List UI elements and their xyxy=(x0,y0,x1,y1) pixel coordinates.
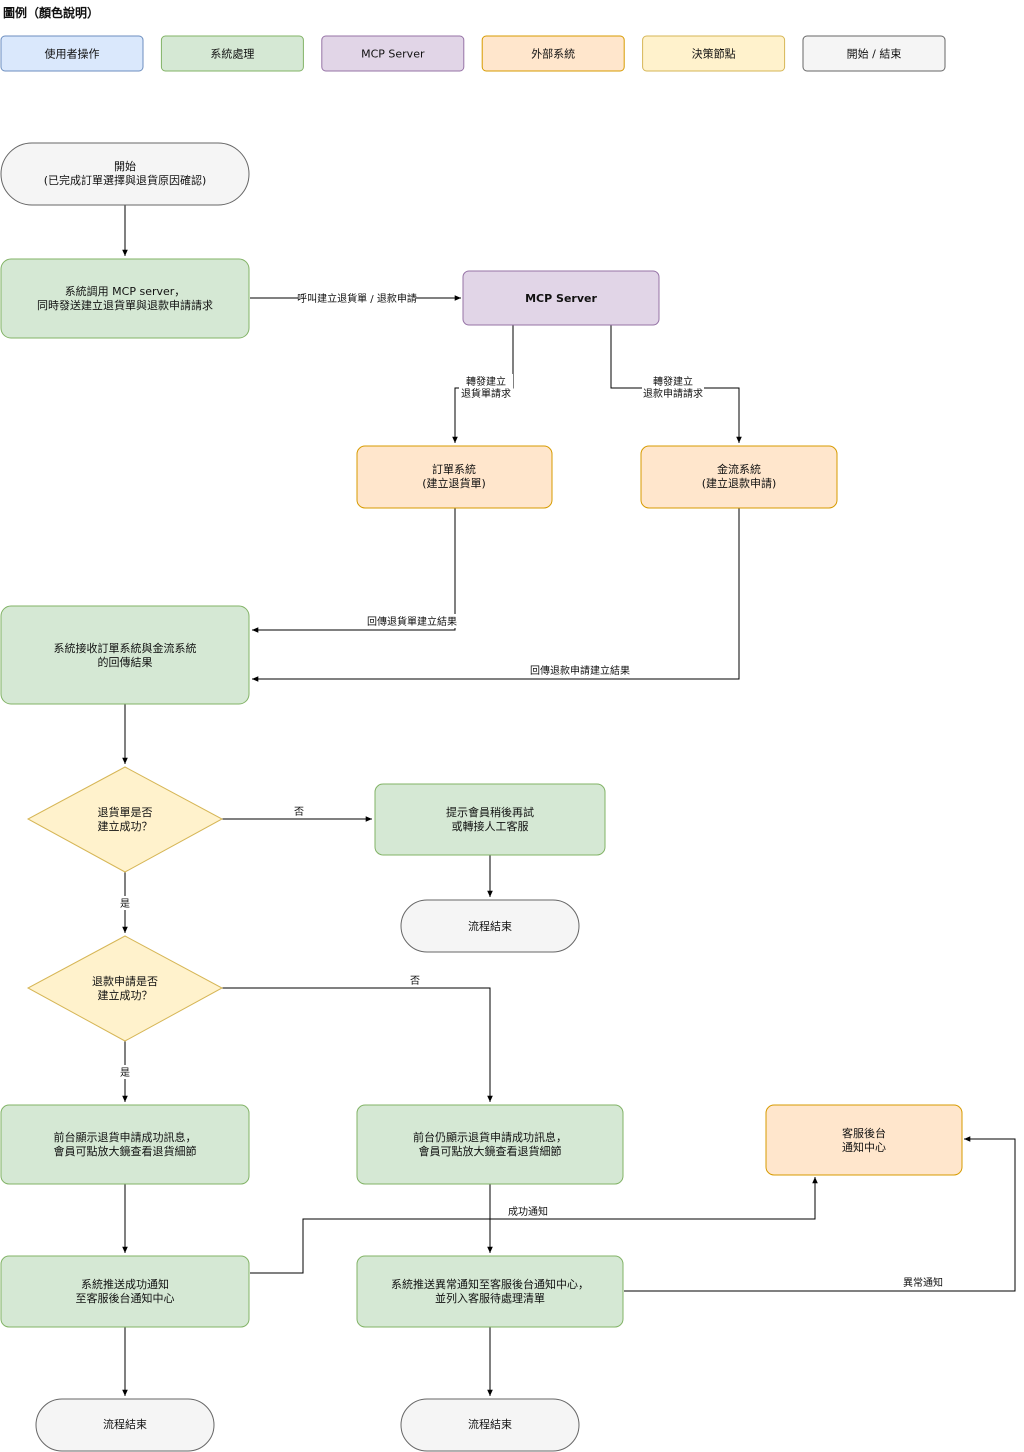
node-receive-results-line-2: 的回傳結果 xyxy=(98,655,153,669)
node-decision-refund-line-2: 建立成功？ xyxy=(98,988,153,1002)
edges xyxy=(122,205,1016,1396)
legend-items: 使用者操作 系統處理 MCP Server 外部系統 決策節點 開始 / 結束 xyxy=(0,35,946,72)
legend: 圖例（顏色說明） 使用者操作 系統處理 MCP Server 外部系統 決策節點 開始 /… xyxy=(0,5,946,72)
node-push-exception-line-1: 系統推送異常通知至客服後台通知中心， xyxy=(391,1277,589,1291)
node-cs-center-line-2: 通知中心 xyxy=(842,1140,886,1154)
node-retry-prompt-line-2: 或轉接人工客服 xyxy=(452,819,529,833)
legend-swatch xyxy=(160,35,304,72)
label-return-result: 回傳退貨單建立結果 xyxy=(367,615,457,628)
label-forward-return-2: 退貨單請求 xyxy=(461,387,511,400)
label-no-2: 否 xyxy=(410,975,420,987)
node-end-3: 流程結束 xyxy=(400,1398,580,1452)
nodes: 開始 (已完成訂單選擇與退貨原因確認) 系統調用 MCP server， 同時發… xyxy=(0,142,963,1452)
label-call-request: 呼叫建立退貨單 / 退款申請 xyxy=(297,292,417,305)
edge-order-to-receive xyxy=(252,508,456,633)
legend-item: 外部系統 xyxy=(481,35,625,72)
label-yes-2: 是 xyxy=(120,1067,130,1079)
label-exception-notice: 異常通知 xyxy=(903,1276,943,1289)
node-push-success-line-2: 至客服後台通知中心 xyxy=(76,1291,175,1305)
node-still-show-success-line-2: 會員可點放大鏡查看退貨細節 xyxy=(419,1144,562,1158)
node-still-show-success-line-1: 前台仍顯示退貨申請成功訊息， xyxy=(413,1130,567,1144)
node-start-line-2: (已完成訂單選擇與退貨原因確認) xyxy=(44,173,207,187)
label-forward-refund-1: 轉發建立 xyxy=(653,375,693,388)
edge-push-exception-to-cs xyxy=(624,1136,1016,1292)
edge-payment-to-receive xyxy=(252,508,740,682)
node-start: 開始 (已完成訂單選擇與退貨原因確認) xyxy=(0,142,250,206)
node-show-success-line-2: 會員可點放大鏡查看退貨細節 xyxy=(54,1144,197,1158)
legend-item: 決策節點 xyxy=(642,35,786,72)
node-decision-refund-success: 退款申請是否 建立成功？ xyxy=(26,935,224,1042)
node-call-mcp-line-2: 同時發送建立退貨單與退款申請請求 xyxy=(37,298,213,312)
label-success-notice: 成功通知 xyxy=(508,1205,548,1218)
node-order-system-line-1: 訂單系統 xyxy=(432,462,476,476)
legend-swatch xyxy=(0,35,144,72)
legend-item: MCP Server xyxy=(321,35,465,72)
legend-swatch xyxy=(642,35,786,72)
edge-push-success-to-cs xyxy=(250,1177,818,1274)
label-refund-result: 回傳退款申請建立結果 xyxy=(530,664,630,677)
node-call-mcp-line-1: 系統調用 MCP server， xyxy=(65,284,186,298)
node-cs-center: 客服後台 通知中心 xyxy=(765,1104,963,1176)
label-forward-return-1: 轉發建立 xyxy=(466,375,506,388)
node-end-1: 流程結束 xyxy=(400,899,580,953)
legend-label: 決策節點 xyxy=(692,47,736,61)
label-no-1: 否 xyxy=(294,806,304,818)
node-push-success: 系統推送成功通知 至客服後台通知中心 xyxy=(0,1255,250,1328)
legend-swatch xyxy=(481,35,625,72)
legend-item: 使用者操作 xyxy=(0,35,144,72)
legend-label: MCP Server xyxy=(361,48,425,61)
edge-decision2-no xyxy=(222,987,493,1102)
node-decision-return-line-2: 建立成功？ xyxy=(98,819,153,833)
node-end-1-label: 流程結束 xyxy=(468,919,512,933)
node-push-exception: 系統推送異常通知至客服後台通知中心， 並列入客服待處理清單 xyxy=(356,1255,624,1328)
node-end-3-label: 流程結束 xyxy=(468,1417,512,1431)
node-receive-results-line-1: 系統接收訂單系統與金流系統 xyxy=(54,641,197,655)
node-end-2: 流程結束 xyxy=(35,1398,215,1452)
legend-label: 外部系統 xyxy=(531,47,575,61)
node-mcp-server: MCP Server xyxy=(462,270,660,326)
node-decision-return-line-1: 退貨單是否 xyxy=(98,805,153,819)
node-receive-results: 系統接收訂單系統與金流系統 的回傳結果 xyxy=(0,605,250,705)
label-forward-refund-2: 退款申請請求 xyxy=(643,387,703,400)
node-cs-center-line-1: 客服後台 xyxy=(842,1126,886,1140)
legend-item: 開始 / 結束 xyxy=(802,35,946,72)
node-start-line-1: 開始 xyxy=(114,159,136,173)
label-yes-1: 是 xyxy=(120,898,130,910)
legend-item: 系統處理 xyxy=(160,35,304,72)
node-payment-system-line-2: (建立退款申請) xyxy=(702,476,777,490)
node-payment-system-line-1: 金流系統 xyxy=(717,462,761,476)
node-push-success-line-1: 系統推送成功通知 xyxy=(81,1277,169,1291)
node-mcp-server-label: MCP Server xyxy=(525,292,597,305)
node-retry-prompt: 提示會員稍後再試 或轉接人工客服 xyxy=(374,783,606,856)
node-decision-return-success: 退貨單是否 建立成功？ xyxy=(26,766,224,873)
legend-label: 使用者操作 xyxy=(45,47,100,61)
node-order-system: 訂單系統 (建立退貨單) xyxy=(356,445,553,509)
legend-title: 圖例（顏色說明） xyxy=(3,5,99,20)
node-still-show-success: 前台仍顯示退貨申請成功訊息， 會員可點放大鏡查看退貨細節 xyxy=(356,1104,624,1185)
node-end-2-label: 流程結束 xyxy=(103,1417,147,1431)
node-payment-system: 金流系統 (建立退款申請) xyxy=(640,445,838,509)
node-decision-refund-line-1: 退款申請是否 xyxy=(92,974,158,988)
edge-labels: 呼叫建立退貨單 / 退款申請 轉發建立 退貨單請求 轉發建立 退款申請請求 回傳… xyxy=(117,291,943,1289)
node-push-exception-line-2: 並列入客服待處理清單 xyxy=(435,1291,545,1305)
node-retry-prompt-line-1: 提示會員稍後再試 xyxy=(446,805,534,819)
legend-label: 系統處理 xyxy=(210,47,254,61)
legend-swatch xyxy=(321,35,465,72)
legend-swatch xyxy=(802,35,946,72)
node-show-success-line-1: 前台顯示退貨申請成功訊息， xyxy=(54,1130,197,1144)
legend-label: 開始 / 結束 xyxy=(847,47,902,61)
node-call-mcp: 系統調用 MCP server， 同時發送建立退貨單與退款申請請求 xyxy=(0,258,250,339)
node-show-success: 前台顯示退貨申請成功訊息， 會員可點放大鏡查看退貨細節 xyxy=(0,1104,250,1185)
node-order-system-line-2: (建立退貨單) xyxy=(422,476,486,490)
